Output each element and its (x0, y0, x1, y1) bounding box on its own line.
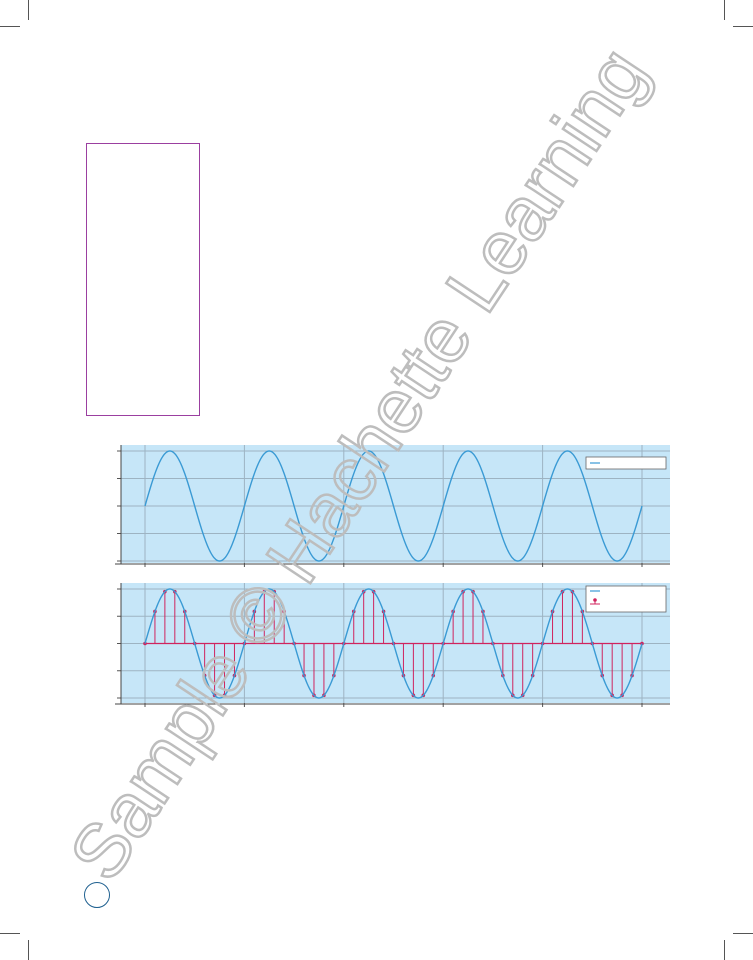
legend-box (585, 456, 667, 470)
page-number-circle (84, 882, 110, 908)
analog-sine-line (144, 588, 643, 699)
crop-mark-top-right-h (733, 26, 753, 27)
crop-mark-top-left-h (0, 26, 20, 27)
crop-mark-bottom-left-h (0, 933, 20, 934)
crop-mark-top-left-v (28, 0, 29, 20)
crop-mark-bottom-left-v (28, 940, 29, 960)
legend-box (585, 585, 667, 613)
crop-mark-bottom-right-h (733, 933, 753, 934)
sidebar-box (86, 143, 200, 416)
analog-sine-line (144, 450, 643, 562)
crop-mark-top-right-v (724, 0, 725, 20)
legend-sample-swatch-point (593, 598, 597, 602)
crop-mark-bottom-right-v (724, 940, 725, 960)
